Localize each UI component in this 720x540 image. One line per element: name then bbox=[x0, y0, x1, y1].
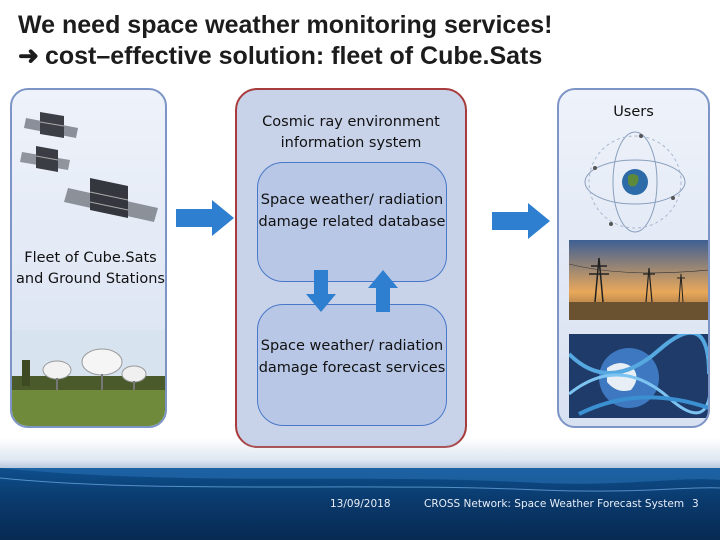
forecast-services-box: Space weather/ radiation damage forecast… bbox=[257, 304, 447, 426]
footer-date: 13/09/2018 bbox=[330, 498, 391, 510]
cubesat-1 bbox=[24, 112, 78, 138]
earth-orbits-image bbox=[584, 131, 686, 233]
title-line-1: We need space weather monitoring service… bbox=[18, 11, 553, 39]
ground-stations-image bbox=[12, 330, 165, 426]
database-box: Space weather/ radiation damage related … bbox=[257, 162, 447, 282]
fleet-label: Fleet of Cube.Sats and Ground Stations bbox=[16, 250, 165, 287]
cubesat-images bbox=[20, 112, 158, 222]
system-heading: Cosmic ray environment information syste… bbox=[262, 114, 440, 151]
slide-title: We need space weather monitoring service… bbox=[18, 10, 552, 72]
arrow-down-icon bbox=[306, 270, 336, 312]
network-cables-image bbox=[569, 334, 708, 418]
users-heading: Users bbox=[613, 104, 654, 120]
right-arrow-icon: ➜ bbox=[18, 42, 39, 70]
power-lines-image bbox=[569, 240, 708, 320]
arrow-right-icon bbox=[492, 203, 550, 239]
title-line-2: ➜cost–effective solution: fleet of Cube.… bbox=[18, 41, 552, 72]
decorative-band bbox=[0, 438, 720, 470]
cubesat-3 bbox=[64, 178, 158, 222]
footer-title: CROSS Network: Space Weather Forecast Sy… bbox=[424, 498, 685, 510]
cubesat-fleet-panel: Fleet of Cube.Sats and Ground Stations bbox=[10, 88, 167, 428]
footer-wave-decoration bbox=[0, 468, 720, 492]
users-panel: Users bbox=[557, 88, 710, 428]
arrow-right-icon bbox=[176, 200, 234, 236]
cubesat-2 bbox=[20, 146, 70, 172]
page-number: 3 bbox=[692, 498, 699, 510]
title-line-2-text: cost–effective solution: fleet of Cube.S… bbox=[44, 42, 543, 70]
slide-footer: 13/09/2018 CROSS Network: Space Weather … bbox=[0, 468, 720, 540]
cosmic-ray-system-panel: Cosmic ray environment information syste… bbox=[235, 88, 467, 448]
arrow-up-icon bbox=[368, 270, 398, 312]
